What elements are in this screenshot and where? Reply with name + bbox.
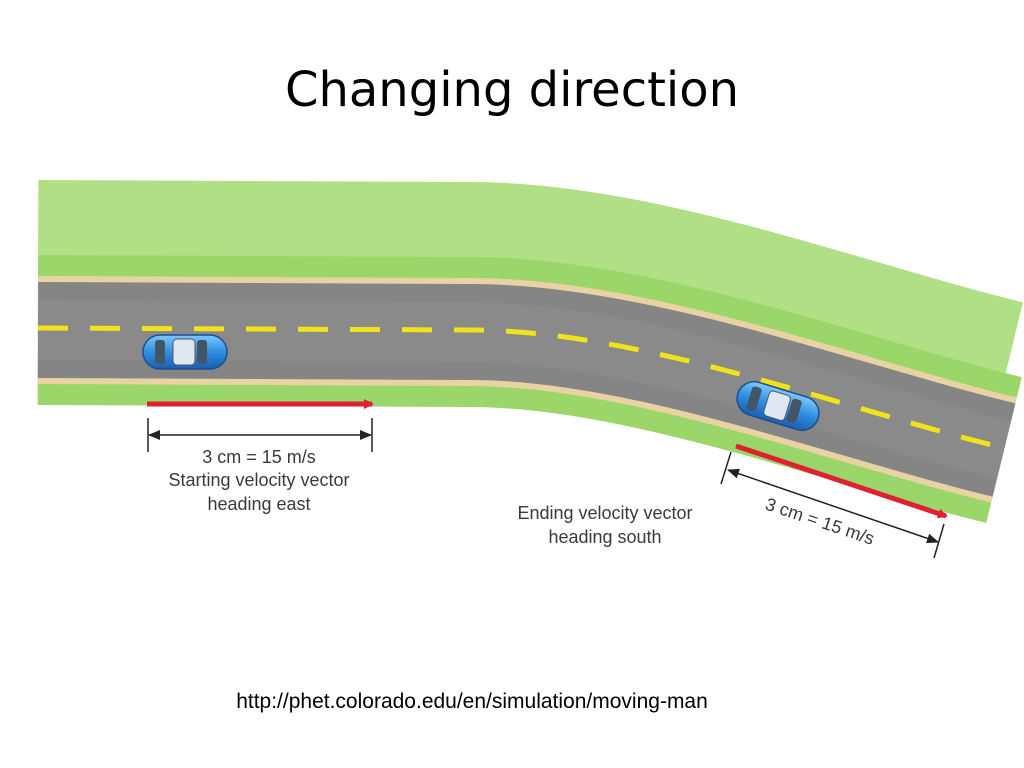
source-url[interactable]: http://phet.colorado.edu/en/simulation/m…	[236, 690, 708, 713]
end-caption-line2: heading south	[548, 527, 661, 547]
end-dimension-line	[727, 468, 939, 544]
end-dimension-tick-right	[933, 523, 945, 559]
lane-divider	[37, 325, 1005, 451]
start-caption-line2: heading east	[207, 494, 310, 514]
car-heading-south	[736, 380, 820, 432]
slide-title: Changing direction	[284, 62, 740, 118]
start-scale-label: 3 cm = 15 m/s	[202, 447, 316, 467]
end-caption-line1: Ending velocity vector	[517, 503, 692, 523]
start-caption-line1: Starting velocity vector	[168, 470, 349, 490]
car-heading-east	[142, 334, 228, 370]
end-dimension-tick-left	[720, 451, 732, 485]
